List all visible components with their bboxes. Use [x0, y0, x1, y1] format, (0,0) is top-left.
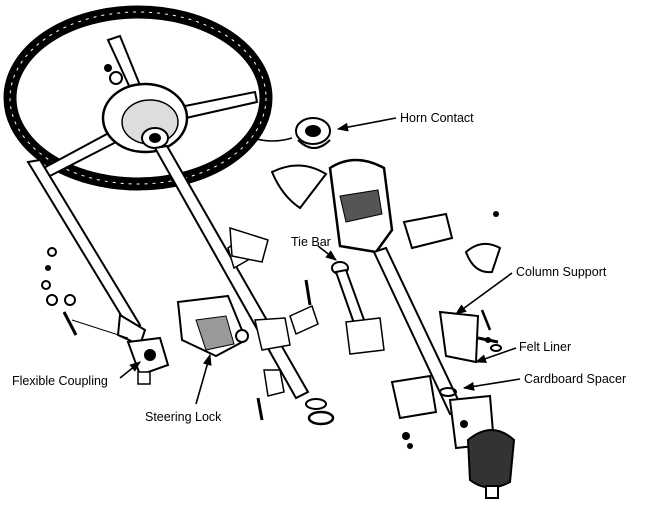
steering-wheel: [3, 5, 273, 191]
label-horn-contact: Horn Contact: [400, 111, 474, 125]
label-cardboard-spacer: Cardboard Spacer: [524, 372, 627, 386]
tie-bar-part: [331, 261, 385, 355]
label-felt-liner: Felt Liner: [519, 340, 572, 354]
label-steering-lock: Steering Lock: [145, 410, 222, 424]
label-column-support: Column Support: [516, 265, 607, 279]
flexible-coupling-part: [126, 336, 170, 385]
inner-shaft-left: [26, 158, 147, 347]
shroud-pieces: [270, 164, 502, 274]
column-tube: [328, 158, 464, 416]
steering-lock-part: [176, 294, 249, 358]
main-steering-shaft: [153, 144, 310, 400]
lower-shaft-hardware: [256, 279, 335, 426]
small-hardware-left: [41, 247, 129, 339]
label-flexible-coupling: Flexible Coupling: [12, 374, 108, 388]
bottom-cap-part: [466, 429, 516, 499]
label-tie-bar: Tie Bar: [291, 235, 331, 249]
leader-lines: [119, 117, 521, 405]
column-support-part: [438, 309, 502, 364]
horn-contact-part: [252, 117, 331, 149]
